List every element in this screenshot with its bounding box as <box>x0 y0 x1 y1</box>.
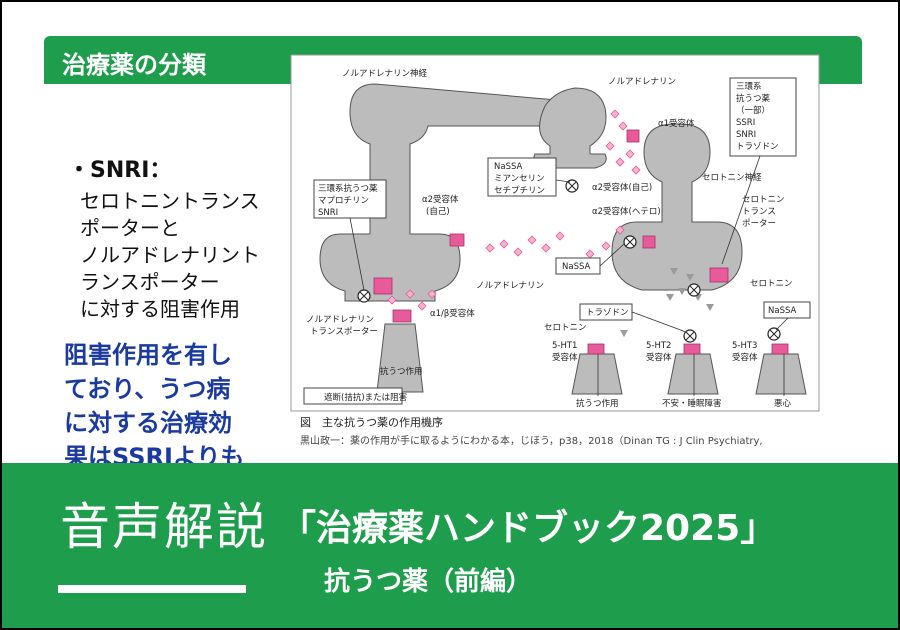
label-ht1: 受容体 <box>552 352 578 363</box>
label-alpha2-self-left: (自己) <box>426 206 450 217</box>
figure-source: 黒山政一：薬の作用が手に取るようにわかる本，じほう，p38，2018（Dinan… <box>300 436 763 447</box>
highlight-line: に対する治療効 <box>64 409 232 437</box>
label-ne-neuron: ノルアドレナリン神経 <box>342 68 428 79</box>
serotonin-neuron <box>611 123 743 291</box>
underline-rule <box>58 585 246 593</box>
label-ht1: 5-HT1 <box>552 341 577 351</box>
ne-neuron <box>319 83 607 302</box>
title-banner: 音声解説 「治療薬ハンドブック2025」 抗うつ薬（前編） <box>2 463 898 628</box>
label-trazodone: トラゾドン <box>586 308 629 318</box>
label-out-ht1: 抗うつ作用 <box>576 398 619 409</box>
label-tricyclic-right: 三環系 <box>736 81 762 92</box>
connector-lines <box>349 155 789 396</box>
label-tricyclic-right: 抗うつ薬 <box>736 93 771 104</box>
label-tricyclic-right: SSRI <box>736 118 755 128</box>
label-out-left: 抗うつ作用 <box>380 366 423 377</box>
label-alpha1: α1受容体 <box>658 118 695 129</box>
label-tricyclic-left: 三環系抗うつ薬 <box>318 183 378 194</box>
label-nassa-right: NaSSA <box>768 306 797 316</box>
label-nassa-box: NaSSA <box>494 162 523 172</box>
label-out-ht3: 悪心 <box>774 399 792 409</box>
label-nassa-small: NaSSA <box>562 262 591 272</box>
label-ht2: 受容体 <box>646 352 672 363</box>
banner-subtitle: 抗うつ薬（前編） <box>324 567 533 597</box>
label-ne-mid: ノルアドレナリン <box>476 281 544 291</box>
postsynaptic-cells <box>376 323 807 395</box>
label-sert: ポーター <box>742 219 776 229</box>
body-line: に対する阻害作用 <box>80 297 240 321</box>
bullet-heading: ・SNRI： <box>68 158 172 183</box>
label-sert: セロトニン <box>742 195 785 205</box>
label-ht2: 5-HT2 <box>646 341 671 351</box>
label-alpha2-self-top: α2受容体(自己) <box>592 182 652 193</box>
label-tricyclic-right: SNRI <box>736 130 756 140</box>
body-line: ポーターと <box>80 216 180 240</box>
label-serotonin-right: セロトニン <box>750 279 793 289</box>
label-legend: 遮断(拮抗)または阻害 <box>324 392 407 403</box>
label-net: トランスポーター <box>310 327 378 337</box>
label-ht3: 受容体 <box>732 352 758 363</box>
label-nassa-box: セチプチリン <box>494 186 545 196</box>
receptors <box>373 129 789 355</box>
figure-caption: 図 主な抗うつ薬の作用機序 <box>300 416 443 429</box>
label-out-ht2: 不安・睡眠障害 <box>662 398 722 409</box>
serotonin-molecules <box>620 268 714 337</box>
label-tricyclic-right: （一部） <box>736 105 770 116</box>
ne-molecules <box>387 109 641 311</box>
body-line: ランスポーター <box>80 270 220 294</box>
label-serotonin-neuron: セロトニン神経 <box>702 172 762 183</box>
body-line: ノルアドレナリント <box>80 243 260 267</box>
label-alpha2-hetero: α2受容体(ヘテロ) <box>592 206 661 217</box>
audio-commentary-label: 音声解説 <box>60 498 268 556</box>
label-alpha1beta: α1/β受容体 <box>430 308 475 319</box>
label-alpha2-self-left: α2受容体 <box>422 194 459 205</box>
label-tricyclic-left: マプロチリン <box>318 196 369 206</box>
highlight-line: ており、うつ病 <box>64 375 231 403</box>
label-serotonin-mid: セロトニン <box>544 323 587 333</box>
body-text: セロトニントランス ポーターと ノルアドレナリント ランスポーター に対する阻害… <box>80 188 260 323</box>
highlight-text: 阻害作用を有し ており、うつ病 に対する治療効 果はSSRIよりも <box>64 338 244 474</box>
label-boxes <box>303 77 811 405</box>
mechanism-diagram: ノルアドレナリン神経 ノルアドレナリン α1受容体 三環系 抗うつ薬 （一部） … <box>290 54 820 412</box>
label-tricyclic-right: トラゾドン <box>736 142 779 152</box>
label-tricyclic-left: SNRI <box>318 208 338 218</box>
label-ht3: 5-HT3 <box>732 341 757 351</box>
label-sert: トランス <box>742 207 776 217</box>
body-line: セロトニントランス <box>80 189 260 213</box>
label-ne-top: ノルアドレナリン <box>608 77 676 87</box>
highlight-line: 阻害作用を有し <box>64 341 232 369</box>
label-net: ノルアドレナリン <box>306 315 374 325</box>
label-nassa-box: ミアンセリン <box>494 174 545 184</box>
banner-headline: 「治療薬ハンドブック2025」 <box>280 508 777 549</box>
slide-title: 治療薬の分類 <box>62 51 206 79</box>
